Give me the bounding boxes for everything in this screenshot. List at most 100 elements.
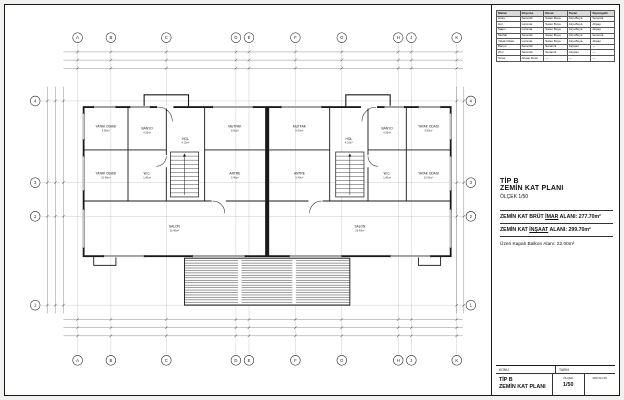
room-area: 10.60m²: [101, 176, 110, 179]
grid-column-label: J: [410, 358, 412, 363]
room-name: YATAK ODASI: [95, 124, 116, 128]
grid-column-label: J: [410, 35, 412, 40]
grid-bubble: [451, 32, 462, 43]
grid-bubble: [336, 32, 347, 43]
title-block-main-row: TİP B ZEMİN KAT PLANI ÖLÇEK 1/50 PAFTA N…: [496, 374, 615, 395]
grid-row-label: 1: [34, 303, 37, 308]
grid-column-label: D: [234, 358, 237, 363]
grid-bubble: [465, 299, 476, 311]
grid-column-label: B: [109, 358, 112, 363]
grid-bubble: [230, 355, 242, 366]
grid-column-label: H: [397, 358, 400, 363]
grid-bubble: [105, 355, 116, 366]
room-area: 9.80m²: [102, 129, 110, 132]
konu-label: KONU: [499, 367, 509, 372]
room-name: HOL: [346, 137, 353, 141]
side-stoop-left: [93, 255, 117, 266]
room-name: YATAK ODASI: [418, 124, 439, 128]
room-area: 8.60m²: [231, 129, 239, 132]
area-brut-emphasis: İMAR: [545, 214, 559, 220]
grid-column-label: K: [455, 358, 458, 363]
grid-bubble: [161, 32, 172, 43]
plan-type-label: TİP B: [500, 178, 519, 185]
olcek-value: 1/50: [563, 381, 574, 388]
grid-row-label: 2: [34, 214, 37, 219]
grid-column-label: F: [294, 35, 297, 40]
area-insaat-prefix: ZEMİN KAT: [500, 227, 530, 233]
olcek-label: ÖLÇEK: [563, 375, 574, 380]
room-area: 1.80m²: [383, 176, 391, 179]
grid-column-label: E: [248, 358, 251, 363]
room-name: ANTRE: [229, 171, 241, 175]
title-block-scale-cell: ÖLÇEK 1/50: [552, 374, 583, 395]
room-area: 10.60m²: [424, 176, 433, 179]
schedule-cell: Ahşap Deck: [519, 55, 545, 62]
grid-row-label: 3: [470, 180, 473, 185]
room-area: 4.20m²: [383, 131, 391, 134]
grid-bubble: [230, 32, 242, 43]
grid-bubble: [465, 177, 476, 188]
title-block: KONU TARİH TİP B ZEMİN KAT PLANI ÖLÇEK 1…: [496, 365, 615, 395]
grid-row-label: 2: [470, 214, 473, 219]
room-area: 4.20m²: [143, 131, 151, 134]
grid-bubble: [336, 355, 347, 366]
area-insaat-suffix: ALANI: 299.70m²: [548, 227, 591, 233]
schedule-cell: —: [566, 55, 592, 62]
grid-bubble: [290, 355, 301, 366]
grid-column-label: B: [109, 35, 112, 40]
grid-bubble: [451, 355, 462, 366]
room-area: 4.10m²: [182, 142, 190, 145]
schedule-cell: —: [543, 55, 568, 62]
grid-column-label: C: [165, 358, 168, 363]
grid-bubble: [30, 299, 41, 311]
grid-column-label: F: [294, 358, 297, 363]
room-area: 5.40m²: [231, 176, 239, 179]
grid-bubble: [30, 95, 41, 107]
grid-row-label: 1: [470, 303, 473, 308]
side-stoop-right: [417, 255, 442, 266]
room-area: 8.60m²: [296, 129, 304, 132]
room-name: SALON: [354, 225, 366, 229]
party-wall: [265, 107, 270, 257]
grid-column-label: A: [76, 358, 79, 363]
tarih-label: TARİH: [555, 366, 615, 373]
room-name: W.C.: [384, 171, 391, 175]
grid-bubble: [30, 177, 41, 188]
room-area: 4.10m²: [345, 142, 353, 145]
grid-bubble: [161, 355, 172, 366]
room-area: 5.40m²: [296, 176, 304, 179]
plan-info-block: TİP B ZEMİN KAT PLANI ÖLÇEK 1/50: [500, 178, 613, 200]
grid-column-label: G: [340, 35, 343, 40]
grid-column-label: H: [397, 35, 400, 40]
grid-bubble: [465, 211, 476, 222]
grid-bubble: [290, 32, 301, 43]
room-area: 1.80m²: [143, 176, 151, 179]
grid-column-label: E: [248, 35, 251, 40]
area-brut-suffix: ALANI: 277.70m²: [558, 214, 601, 220]
grid-column-label: D: [234, 35, 237, 40]
room-name: BANYO: [382, 127, 394, 131]
title-block-tip: TİP B: [499, 376, 513, 383]
room-name: HOL: [182, 137, 189, 141]
grid-row-label: 4: [470, 98, 473, 103]
grid-column-label: C: [165, 35, 168, 40]
grid-column-label: K: [455, 35, 458, 40]
grid-bubble: [72, 355, 83, 366]
room-name: MUTFAK: [228, 124, 242, 128]
area-brut-imar: ZEMİN KAT BRÜT İMAR ALANI: 277.70m²: [500, 210, 613, 223]
room-name: BANYO: [142, 127, 154, 131]
grid-bubble: [393, 32, 404, 43]
area-insaat-emphasis: İNŞAAT: [529, 227, 549, 233]
plan-scale: ÖLÇEK 1/50: [500, 193, 529, 200]
grid-column-label: G: [340, 358, 343, 363]
grid-bubble: [243, 355, 255, 366]
room-name: YATAK ODASI: [95, 171, 116, 175]
